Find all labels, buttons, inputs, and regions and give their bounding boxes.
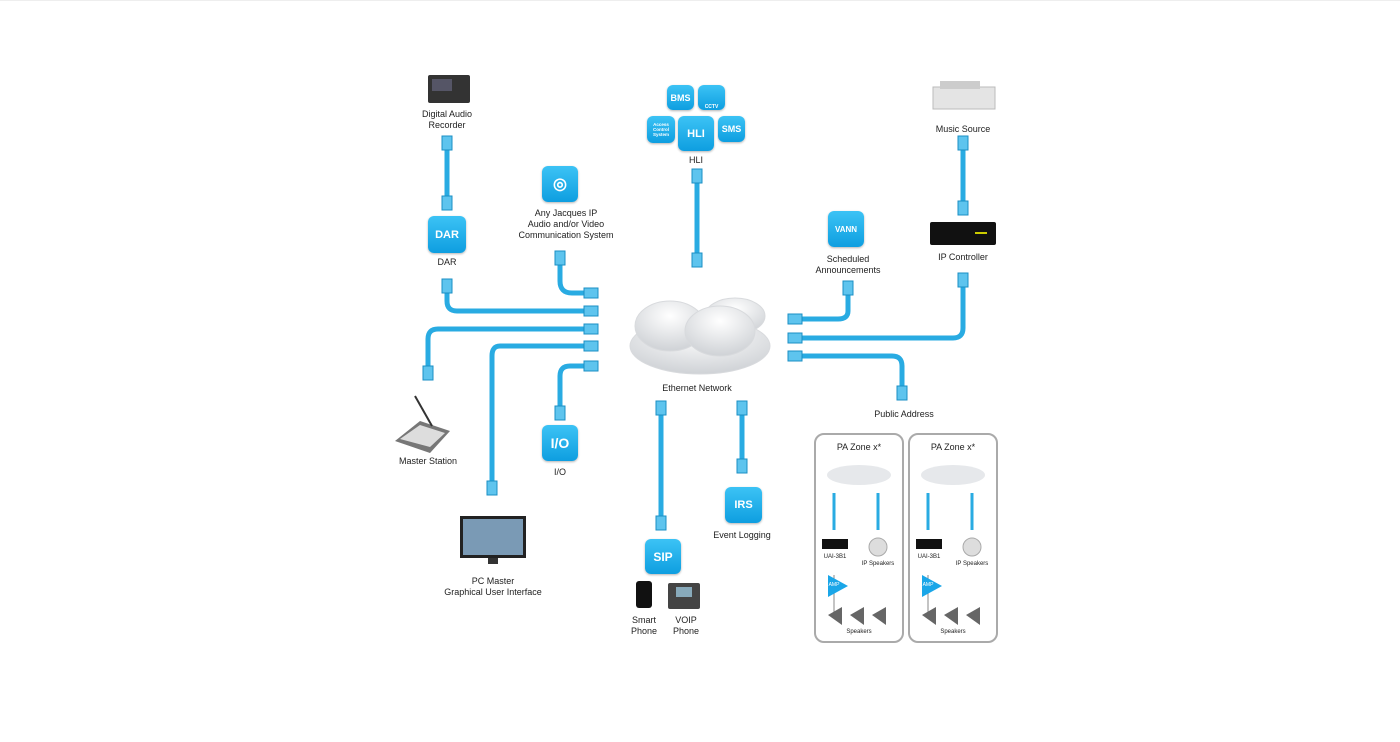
recorder-device-icon: [428, 75, 470, 103]
cctv-icon[interactable]: CCTV: [698, 85, 725, 110]
amp-icon: [922, 575, 942, 597]
dar-label: DAR: [437, 257, 457, 267]
ip-speaker-icon: [962, 537, 982, 557]
zone-graphics: [916, 465, 985, 625]
uai-label: UAI-3B1: [823, 554, 847, 560]
music-label: Music Source: [935, 124, 991, 134]
cloud-icon: [921, 465, 985, 485]
pa-zone-box: PA Zone x* UAI-3B1 IP Speakers AMP Speak…: [908, 433, 998, 643]
cable-ipc: [789, 273, 966, 341]
amp-label: AMP: [922, 582, 934, 588]
cable-io: [557, 363, 598, 419]
uai-device-icon: [822, 539, 848, 549]
music-source-icon: [932, 81, 996, 110]
speakers-label: Speakers: [846, 629, 872, 635]
connectors: [422, 135, 969, 531]
irs-icon[interactable]: IRS: [725, 487, 762, 523]
amp-icon: [828, 575, 848, 597]
cable-dar: [444, 278, 598, 314]
sip-icon[interactable]: SIP: [645, 539, 681, 574]
vann-icon[interactable]: VANN: [828, 211, 864, 247]
ip-controller-icon: [930, 222, 996, 245]
dar-icon[interactable]: DAR: [428, 216, 466, 253]
cable-pc: [489, 343, 598, 496]
speakers-label: Speakers: [940, 629, 966, 635]
uai-label: UAI-3B1: [917, 554, 941, 560]
io-icon[interactable]: I/O: [542, 425, 578, 461]
sms-icon[interactable]: SMS: [718, 116, 745, 142]
master-station-icon: [395, 395, 450, 453]
cloud-icon: [629, 297, 771, 375]
ip-speakers-label: IP Speakers: [955, 561, 989, 567]
cable-jacques: [557, 253, 595, 296]
cloud-icon: [827, 465, 891, 485]
pc-monitor-icon: [460, 516, 526, 564]
pa-zone-box: PA Zone x* UAI-3B1 IP Speakers AMP Speak…: [814, 433, 904, 643]
zone-graphics: [822, 465, 891, 625]
horn-speakers-icon: [922, 607, 980, 625]
ip-speaker-icon: [868, 537, 888, 557]
amp-label: AMP: [828, 582, 840, 588]
io-label: I/O: [553, 467, 567, 477]
cable-master: [425, 326, 598, 379]
zone-title: PA Zone x*: [930, 442, 976, 452]
cable-pa: [789, 353, 905, 399]
network-label: Ethernet Network: [662, 383, 732, 393]
wave-icon[interactable]: ◎: [542, 166, 578, 202]
uai-device-icon: [916, 539, 942, 549]
cable-vann: [789, 280, 851, 322]
horn-speakers-icon: [828, 607, 886, 625]
master-station-label: Master Station: [398, 456, 458, 466]
bms-icon[interactable]: BMS: [667, 85, 694, 110]
ip-controller-label: IP Controller: [938, 252, 988, 262]
phones-icon: [636, 581, 700, 609]
zone-title: PA Zone x*: [836, 442, 882, 452]
event-logging-label: Event Logging: [713, 530, 771, 540]
hli-label: HLI: [688, 155, 704, 165]
hli-icon[interactable]: HLI: [678, 116, 714, 151]
public-address-label: Public Address: [874, 409, 934, 419]
ip-speakers-label: IP Speakers: [861, 561, 895, 567]
